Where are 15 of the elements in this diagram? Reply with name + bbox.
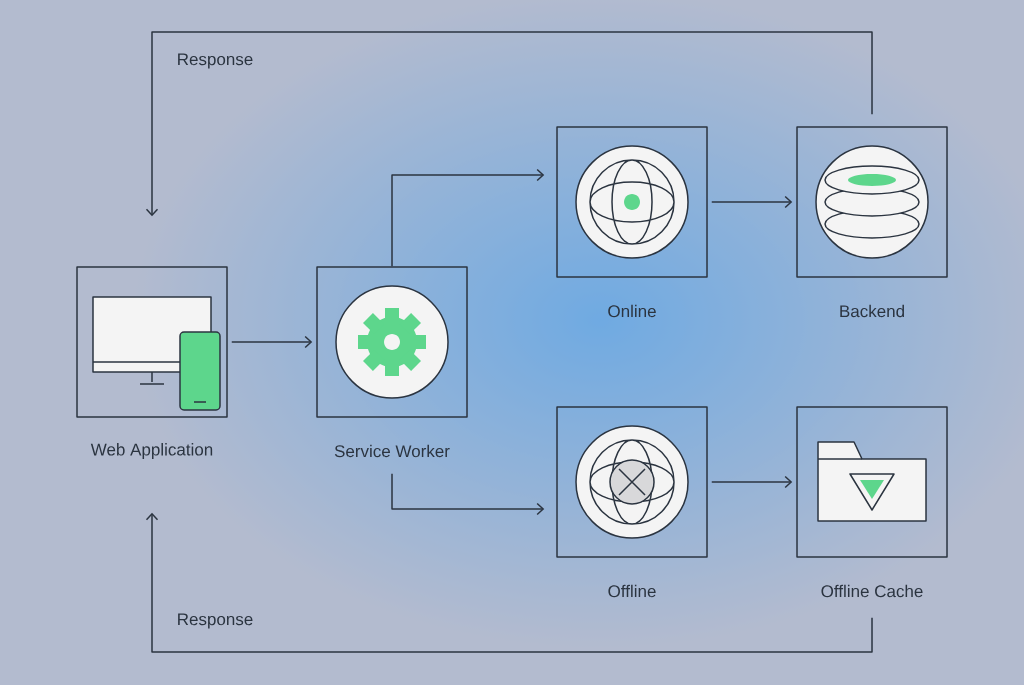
- edge-label: Response: [178, 613, 253, 629]
- node-label: Backend: [840, 304, 904, 318]
- node-label: Web Application: [90, 443, 213, 459]
- arrow: [231, 335, 313, 349]
- node-label: Offline Cache: [821, 584, 923, 598]
- arrow: [391, 473, 545, 516]
- arrow: [145, 31, 873, 217]
- arrow: [391, 168, 545, 267]
- arrow: [145, 512, 873, 653]
- edge-label: Response: [178, 53, 253, 69]
- arrow: [711, 195, 793, 209]
- arrow: [711, 475, 793, 489]
- node-label: Offline: [608, 584, 656, 598]
- node-label: Service Worker: [334, 444, 450, 458]
- node-label: Online: [608, 304, 656, 318]
